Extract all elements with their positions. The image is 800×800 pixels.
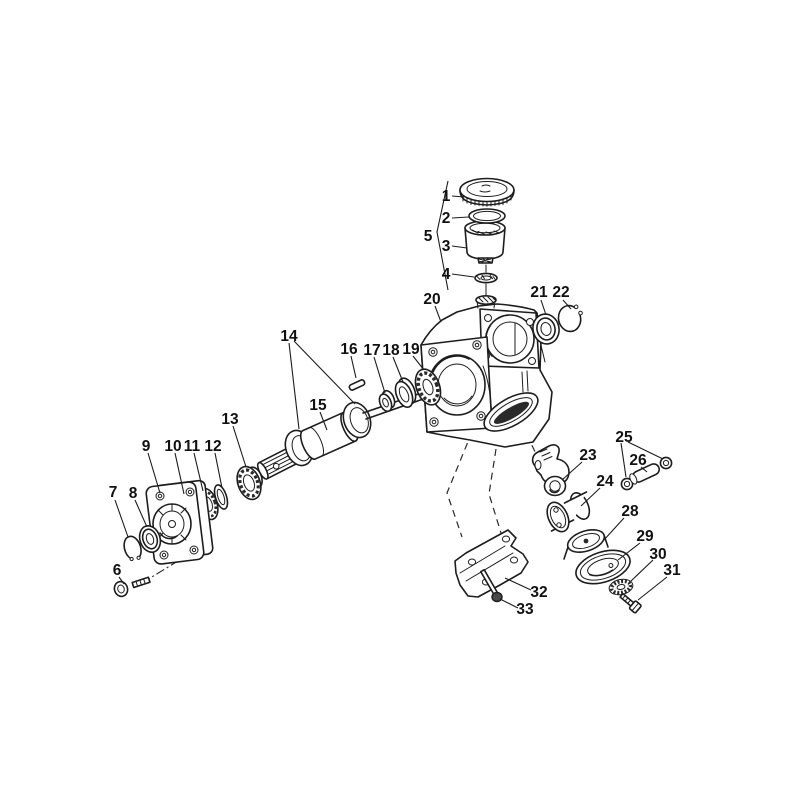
- callout-19: 19: [402, 341, 420, 358]
- callout-31: 31: [663, 562, 681, 579]
- part-25-o-ring-right: [659, 456, 673, 470]
- callout-26: 26: [629, 452, 647, 469]
- part-7-circlip: [123, 535, 142, 562]
- callout-1: 1: [442, 188, 451, 205]
- callout-7: 7: [109, 484, 118, 501]
- callout-33: 33: [516, 601, 534, 618]
- callout-28: 28: [621, 503, 639, 520]
- cap-markings: [479, 184, 491, 193]
- part-31-bolt: [619, 592, 642, 614]
- callout-21: 21: [530, 284, 548, 301]
- callout-11: 11: [184, 438, 201, 455]
- callout-24: 24: [596, 473, 614, 490]
- part-21-oil-seal: [532, 313, 560, 345]
- flange-center-boss: [152, 503, 192, 545]
- callout-3: 3: [442, 238, 451, 255]
- callout-29: 29: [636, 528, 654, 545]
- part-33-pin: [479, 568, 503, 603]
- callout-13: 13: [221, 411, 239, 428]
- part-28-diaphragm-cup: [563, 529, 609, 561]
- callout-4: 4: [442, 266, 451, 283]
- part-26-pin: [629, 463, 661, 485]
- part-14-ring-right: [342, 401, 372, 439]
- callout-32: 32: [530, 584, 547, 601]
- part-4-washer: [474, 272, 498, 284]
- part-24-piston: [546, 491, 591, 533]
- left-face-bolt-holes: [428, 340, 486, 427]
- part-13-bearing: [236, 465, 263, 501]
- callout-25: 25: [615, 429, 633, 446]
- leader-lines: [114, 180, 668, 609]
- part-23-connecting-rod: [531, 444, 570, 497]
- callout-14: 14: [280, 328, 298, 345]
- part-6-bolt: [113, 576, 151, 598]
- part-30-serrated-washer: [608, 578, 634, 596]
- part-8-seal-ring: [138, 524, 162, 554]
- part-2-cap-gasket: [468, 208, 506, 224]
- part-25-o-ring-left: [620, 477, 634, 491]
- callout-17: 17: [363, 342, 380, 359]
- callout-23: 23: [579, 447, 597, 464]
- leader-25-left: [620, 442, 627, 478]
- housing-bottom-flange: [483, 392, 539, 432]
- leader-14-left: [288, 342, 300, 430]
- leader-25-right: [627, 441, 664, 460]
- callout-labels: 1 2 3 4 5 6 7 8 9 10 11 12 13 14 15 16 1…: [109, 188, 681, 618]
- callout-9: 9: [142, 438, 151, 455]
- part-1-cap: [459, 177, 515, 207]
- callout-8: 8: [129, 485, 138, 502]
- part-16-key: [348, 379, 366, 391]
- callout-22: 22: [552, 284, 569, 301]
- part-17-collar: [378, 389, 396, 413]
- callout-20: 20: [423, 291, 440, 308]
- callout-5: 5: [424, 228, 433, 245]
- callout-12: 12: [204, 438, 221, 455]
- callout-6: 6: [113, 562, 122, 579]
- bore-shading-left: [432, 355, 470, 373]
- flange-bolt-holes: [155, 487, 199, 560]
- callout-18: 18: [382, 342, 400, 359]
- part-22-circlip: [557, 304, 583, 333]
- filler-neck: [475, 294, 497, 309]
- callout-30: 30: [649, 546, 666, 563]
- part-20-pump-housing: [420, 294, 553, 448]
- callout-2: 2: [442, 210, 451, 227]
- bracket-5: [436, 180, 449, 291]
- callout-16: 16: [340, 341, 358, 358]
- part-29-diaphragm: [575, 549, 631, 585]
- callout-15: 15: [309, 397, 327, 414]
- part-3-reservoir-body: [464, 220, 506, 264]
- callout-10: 10: [164, 438, 181, 455]
- leader-14-right: [293, 340, 356, 405]
- part-19-bearing: [414, 368, 442, 406]
- part-32-mounting-bracket: [454, 529, 529, 598]
